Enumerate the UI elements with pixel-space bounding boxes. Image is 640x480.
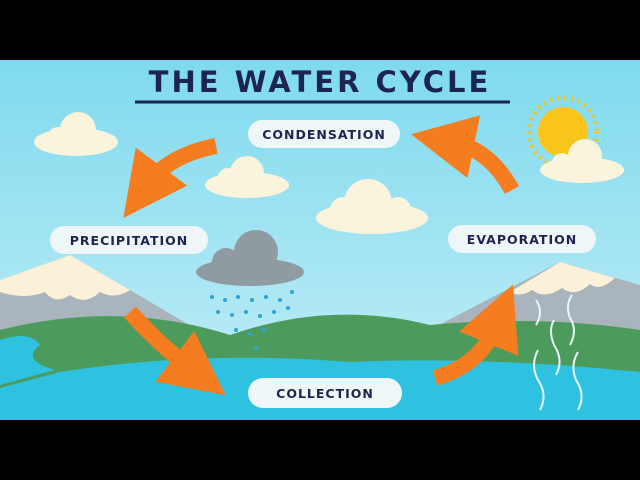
cloud-icon bbox=[34, 112, 118, 156]
label-precipitation: PRECIPITATION bbox=[50, 226, 208, 254]
evaporation-text: EVAPORATION bbox=[467, 232, 577, 247]
condensation-text: CONDENSATION bbox=[262, 127, 386, 142]
page-title: THE WATER CYCLE bbox=[149, 65, 492, 99]
evaporation-vapor-arrows bbox=[533, 294, 583, 411]
arrow-precipitation-to-collection bbox=[124, 306, 226, 396]
cloud-icon bbox=[205, 156, 289, 198]
precipitation-text: PRECIPITATION bbox=[70, 233, 189, 248]
label-condensation: CONDENSATION bbox=[248, 120, 400, 148]
label-collection: COLLECTION bbox=[248, 378, 402, 408]
arrow-evaporation-to-condensation bbox=[411, 115, 520, 195]
label-evaporation: EVAPORATION bbox=[448, 225, 596, 253]
cloud-icon bbox=[540, 139, 624, 183]
cycle-arrows bbox=[123, 115, 520, 396]
cloud-icon bbox=[316, 179, 428, 234]
arrow-collection-to-evaporation bbox=[432, 284, 519, 386]
clouds bbox=[34, 112, 624, 234]
collection-text: COLLECTION bbox=[276, 386, 374, 401]
arrow-condensation-to-precipitation bbox=[123, 138, 218, 218]
river bbox=[0, 336, 55, 385]
rain-cloud-icon bbox=[196, 230, 304, 350]
